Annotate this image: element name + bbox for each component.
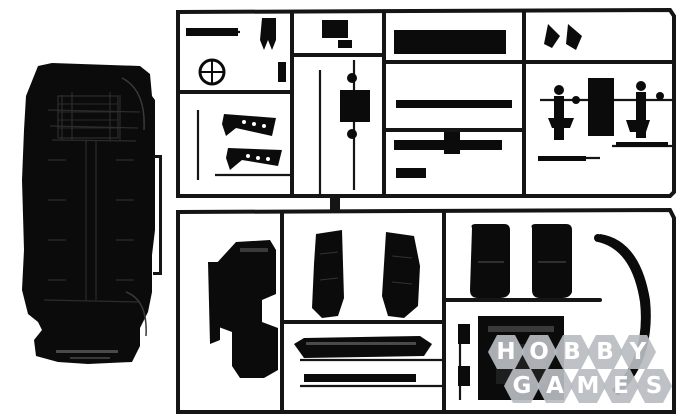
dashboard-part — [208, 240, 278, 378]
watermark-letter: A — [546, 373, 564, 399]
seat-parts — [470, 224, 572, 298]
watermark-letter: B — [563, 339, 581, 365]
upper-sprue-frame — [176, 7, 676, 198]
upper-sprue-parts — [186, 18, 614, 178]
watermark-letter: B — [596, 339, 614, 365]
hobby-games-watermark: H O B B Y G A M E S — [488, 335, 672, 403]
watermark-letter: G — [513, 373, 532, 399]
bumper-part — [294, 336, 432, 382]
car-chassis-part — [22, 63, 155, 364]
x-brace-parts — [222, 114, 282, 170]
watermark-letter: Y — [629, 339, 647, 365]
door-panel-parts — [312, 230, 420, 318]
watermark-letter: M — [577, 373, 600, 399]
steering-wheel-part — [198, 58, 226, 86]
watermark-letter: S — [646, 373, 663, 399]
watermark-letter: H — [496, 339, 515, 365]
chassis-sprue-stub — [153, 155, 162, 275]
frame-connector — [330, 196, 340, 212]
suspension-parts — [538, 81, 668, 161]
watermark-line-2: G A M E S — [513, 373, 663, 399]
watermark-letter: E — [613, 373, 629, 399]
lower-sprue-frame — [176, 207, 676, 414]
watermark-line-1: H O B B Y — [496, 339, 646, 365]
watermark-letter: O — [529, 339, 549, 365]
